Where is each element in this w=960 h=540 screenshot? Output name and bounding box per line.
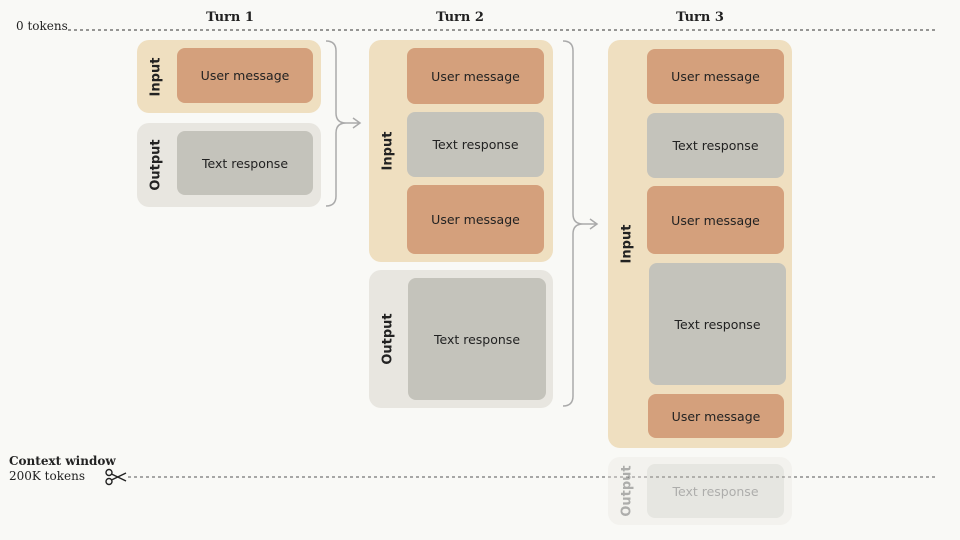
turn-2-input-label: Input bbox=[380, 131, 396, 171]
context-window-title: Context window bbox=[9, 454, 116, 468]
turn-3-output-label: Output bbox=[619, 465, 635, 517]
turn-1-input-label: Input bbox=[148, 57, 164, 97]
turn-3-output-group bbox=[608, 457, 792, 525]
turn-3-text-response-2: Text response bbox=[649, 263, 786, 385]
turn2-bracket bbox=[562, 40, 584, 407]
turn-3-text-response-1: Text response bbox=[647, 113, 784, 178]
turn-1-output-label: Output bbox=[148, 139, 164, 191]
turn-2-title: Turn 2 bbox=[436, 10, 484, 25]
turn-2-text-response-1: Text response bbox=[407, 112, 544, 177]
context-window-value: 200K tokens bbox=[9, 469, 85, 483]
turn-2-user-message-1: User message bbox=[407, 48, 544, 104]
turn-3-user-message-3: User message bbox=[648, 394, 784, 438]
turn-1-user-message: User message bbox=[177, 48, 313, 103]
turn-1-title: Turn 1 bbox=[206, 10, 254, 25]
turn-3-user-message-1: User message bbox=[647, 49, 784, 104]
turn-3-input-label: Input bbox=[619, 224, 635, 264]
turn2-arrow bbox=[583, 218, 599, 230]
turn-1-text-response: Text response bbox=[177, 131, 313, 195]
turn-3-title: Turn 3 bbox=[676, 10, 724, 25]
turn-3-user-message-2: User message bbox=[647, 186, 784, 254]
turn-2-output-label: Output bbox=[380, 313, 396, 365]
turn1-arrow bbox=[346, 117, 362, 129]
turn-3-output-faded: Output Text response bbox=[608, 457, 792, 525]
turn-2-user-message-2: User message bbox=[407, 185, 544, 254]
turn1-bracket bbox=[325, 40, 347, 207]
scissors-icon bbox=[105, 468, 127, 486]
turn-2-text-response-2: Text response bbox=[408, 278, 546, 400]
zero-tokens-label: 0 tokens bbox=[16, 19, 68, 33]
turn-3-text-response-3: Text response bbox=[647, 464, 784, 518]
